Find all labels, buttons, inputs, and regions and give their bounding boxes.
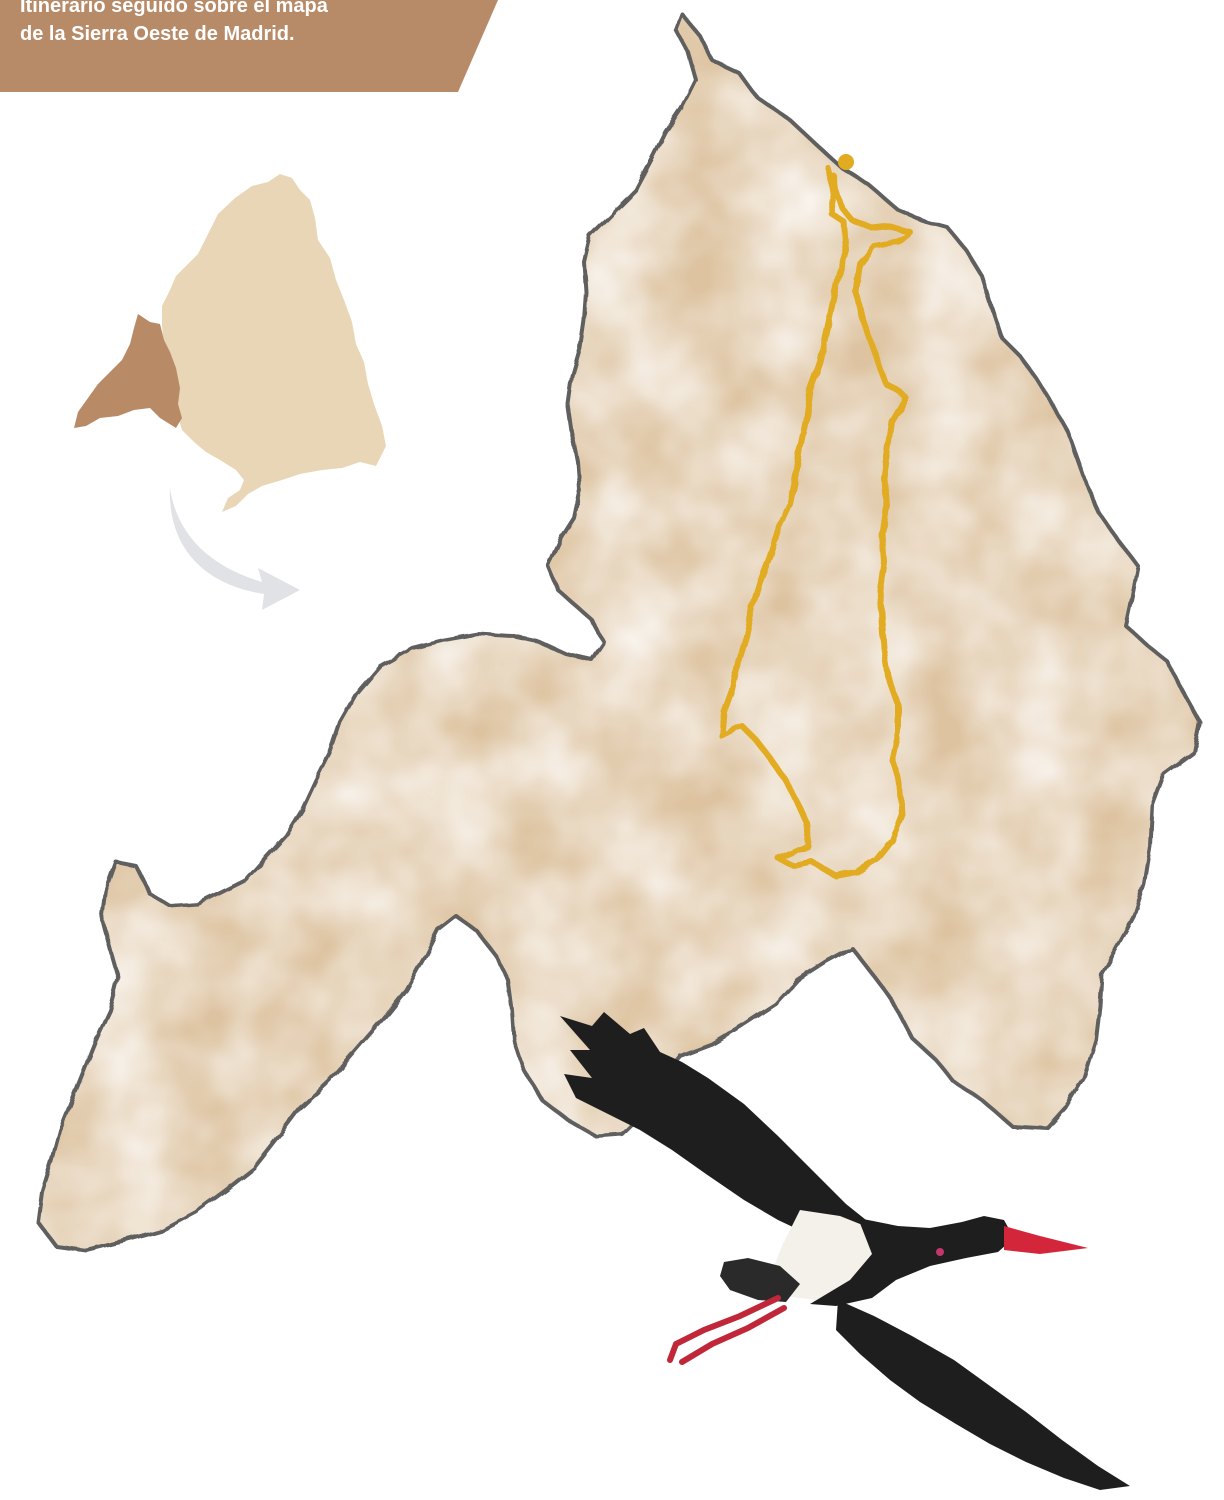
stork-lower-wing — [836, 1300, 1130, 1490]
stork-body — [810, 1216, 1014, 1306]
community-region — [162, 174, 386, 512]
map-outline — [36, 12, 1202, 1252]
black-stork-illustration — [560, 1012, 1130, 1490]
stork-eye — [936, 1248, 944, 1256]
route-start-marker-icon — [838, 154, 854, 170]
route-line — [719, 165, 913, 879]
sierra-oeste-map — [36, 12, 1202, 1252]
map-watercolor-fill — [38, 14, 1200, 1250]
caption-line-2: de la Sierra Oeste de Madrid. — [20, 23, 295, 45]
caption-banner — [0, 0, 498, 92]
locator-map — [74, 174, 386, 610]
curved-arrow-icon — [169, 488, 300, 610]
stork-tail — [720, 1258, 800, 1302]
map-caption: Itinerario seguido sobre el mapa de la S… — [20, 0, 490, 48]
stork-legs — [667, 1295, 787, 1365]
sierra-oeste-highlight — [74, 314, 182, 428]
stork-upper-wing — [560, 1012, 902, 1260]
stork-beak — [1004, 1226, 1088, 1254]
caption-line-1: Itinerario seguido sobre el mapa — [20, 0, 328, 17]
